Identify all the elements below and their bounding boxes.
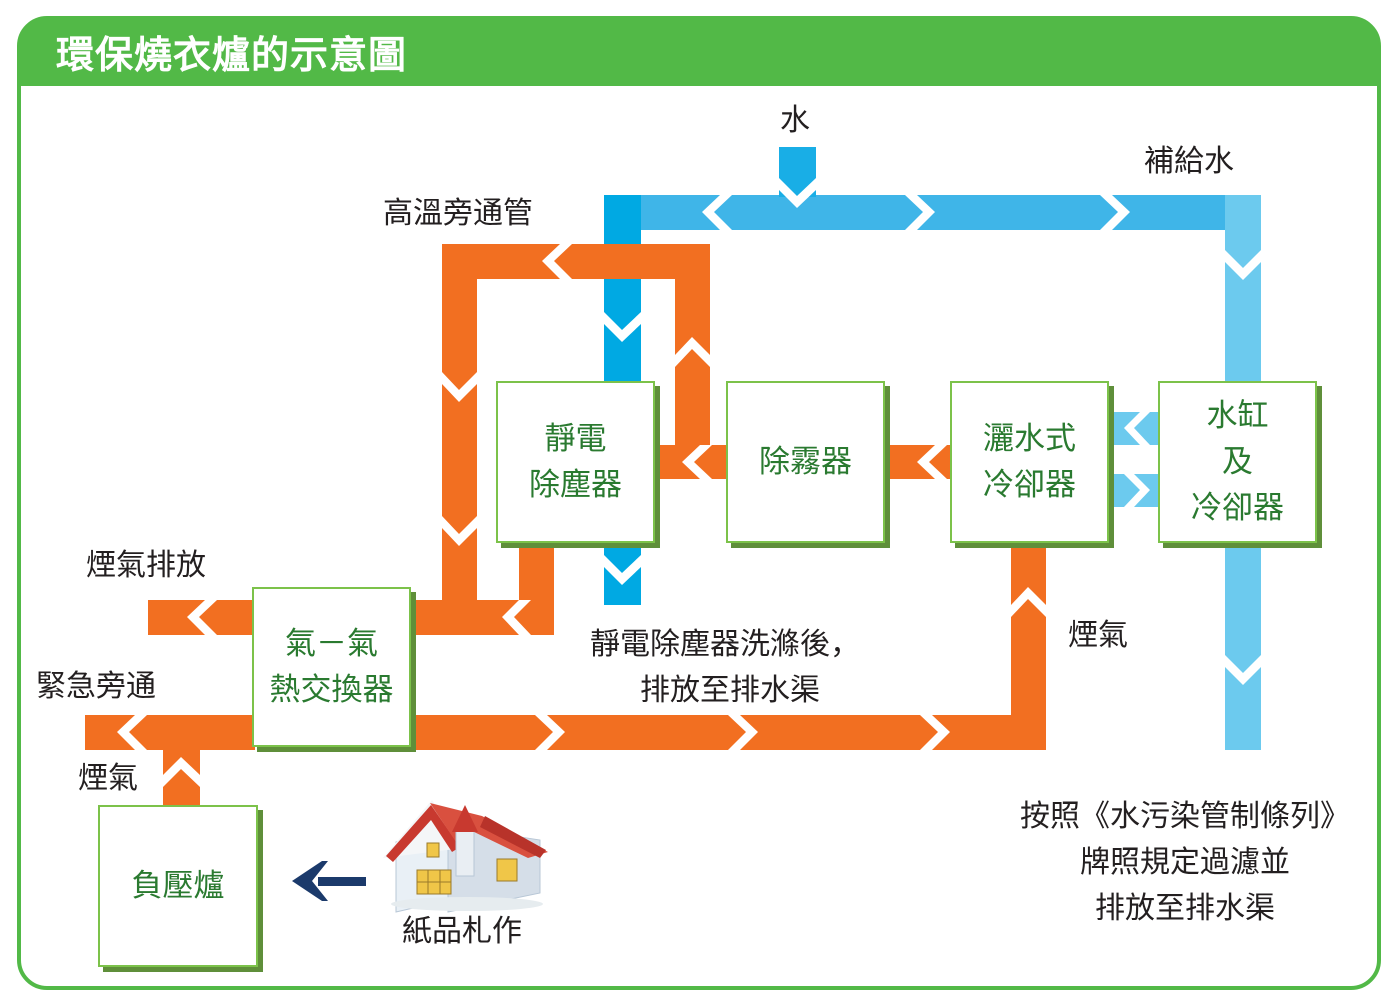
label-ordinance-line2: 牌照規定過濾並 xyxy=(1080,845,1290,880)
furnace-label: 負壓爐 xyxy=(131,868,225,904)
label-makeup-water: 補給水 xyxy=(1144,144,1234,179)
heat-exchanger-box: 氣－氣 熱交換器 xyxy=(252,587,411,747)
tank-label-line2: 及 xyxy=(1222,444,1253,480)
label-flue-gas-right: 煙氣 xyxy=(1068,618,1128,653)
label-emergency-bypass: 緊急旁通 xyxy=(36,669,156,704)
label-ordinance-line1: 按照《水污染管制條列》 xyxy=(1020,799,1350,834)
heat-exchanger-label-line2: 熱交換器 xyxy=(269,672,394,708)
house-icon xyxy=(383,800,548,913)
label-esp-wash-line2: 排放至排水渠 xyxy=(640,673,820,708)
arrow-left-icon xyxy=(292,861,366,901)
esp-label-line2: 除塵器 xyxy=(529,467,622,503)
tank-cooler-box: 水缸 及 冷卻器 xyxy=(1158,381,1317,543)
spray-cooler-label-line1: 灑水式 xyxy=(983,421,1076,457)
title-bar xyxy=(19,18,1379,86)
label-ordinance: 按照《水污染管制條列》 牌照規定過濾並 排放至排水渠 xyxy=(1010,794,1360,932)
spray-cooler-box: 灑水式 冷卻器 xyxy=(950,381,1109,543)
esp-label-line1: 靜電 xyxy=(544,421,607,457)
tank-label-line3: 冷卻器 xyxy=(1191,490,1284,526)
esp-box: 靜電 除塵器 xyxy=(496,381,655,543)
label-paper-offerings: 紙品札作 xyxy=(402,914,522,949)
label-flue-discharge: 煙氣排放 xyxy=(86,548,206,583)
spray-cooler-label-line2: 冷卻器 xyxy=(983,467,1076,503)
flow-chevrons xyxy=(117,178,1261,787)
label-esp-wash-line1: 靜電除塵器洗滌後， xyxy=(590,627,860,662)
tank-label-line1: 水缸 xyxy=(1206,398,1269,434)
demister-box: 除霧器 xyxy=(726,381,885,543)
heat-exchanger-label-line1: 氣－氣 xyxy=(285,626,378,662)
label-water: 水 xyxy=(780,103,810,138)
page-title: 環保燒衣爐的示意圖 xyxy=(56,33,408,77)
label-bypass-pipe: 高溫旁通管 xyxy=(383,196,533,231)
label-esp-wash: 靜電除塵器洗滌後， 排放至排水渠 xyxy=(575,622,875,714)
furnace-box: 負壓爐 xyxy=(98,805,258,967)
label-ordinance-line3: 排放至排水渠 xyxy=(1095,891,1275,926)
label-flue-gas-left: 煙氣 xyxy=(78,761,138,796)
demister-label: 除霧器 xyxy=(759,444,852,480)
